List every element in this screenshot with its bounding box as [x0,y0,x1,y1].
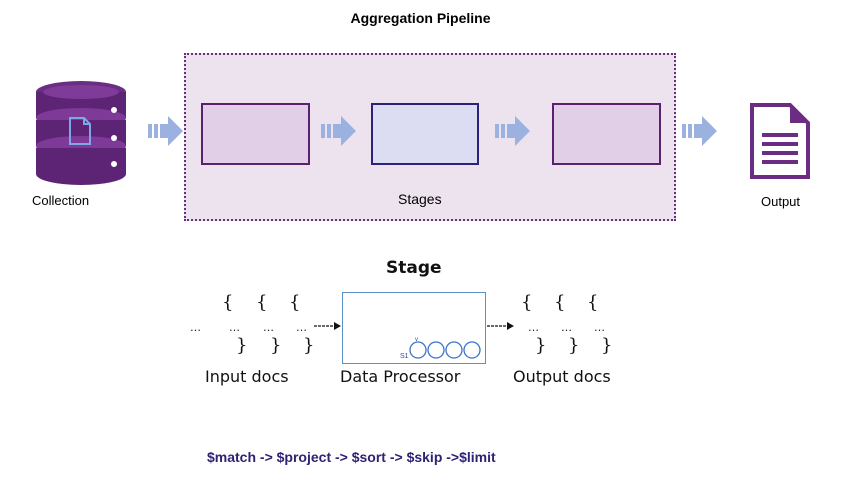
stage-title: Stage [386,258,442,278]
database-icon [36,81,126,185]
arrow-icon [148,116,183,146]
open-brace: { [521,292,533,313]
collection-label: Collection [32,193,90,208]
dots: … [263,321,274,334]
dots: … [528,321,539,334]
input-docs-label: Input docs [205,367,289,386]
data-processor-box: S1 v [342,292,486,364]
arrow-icon [487,322,514,330]
close-brace: } [535,335,547,356]
dots: … [561,321,572,334]
stage-box-2 [371,103,479,165]
diagram-title: Aggregation Pipeline [350,10,491,26]
svg-text:v: v [415,337,418,343]
close-brace: } [568,335,580,356]
open-brace: { [222,292,234,313]
data-processor-label: Data Processor [340,367,461,386]
dots: … [229,321,240,334]
stage-operators-formula: $match -> $project -> $sort -> $skip ->$… [207,449,496,465]
arrow-icon [495,116,530,146]
open-brace: { [256,292,268,313]
close-brace: } [303,335,315,356]
close-brace: } [236,335,248,356]
dots: … [296,321,307,334]
output-label: Output [761,194,801,209]
arrow-icon [321,116,356,146]
close-brace: } [601,335,613,356]
stages-label: Stages [398,191,442,207]
svg-text:S1: S1 [400,353,409,360]
open-brace: { [587,292,599,313]
dots: … [594,321,605,334]
open-brace: { [289,292,301,313]
stage-box-3 [552,103,661,165]
document-icon [750,103,810,179]
close-brace: } [270,335,282,356]
arrow-icon [682,116,717,146]
gear-chain-icon: S1 v [400,337,481,360]
document-icon [69,117,91,145]
open-brace: { [554,292,566,313]
output-docs-label: Output docs [513,367,611,386]
stage-box-1 [201,103,310,165]
arrow-icon [314,322,341,330]
dots: … [190,321,201,334]
